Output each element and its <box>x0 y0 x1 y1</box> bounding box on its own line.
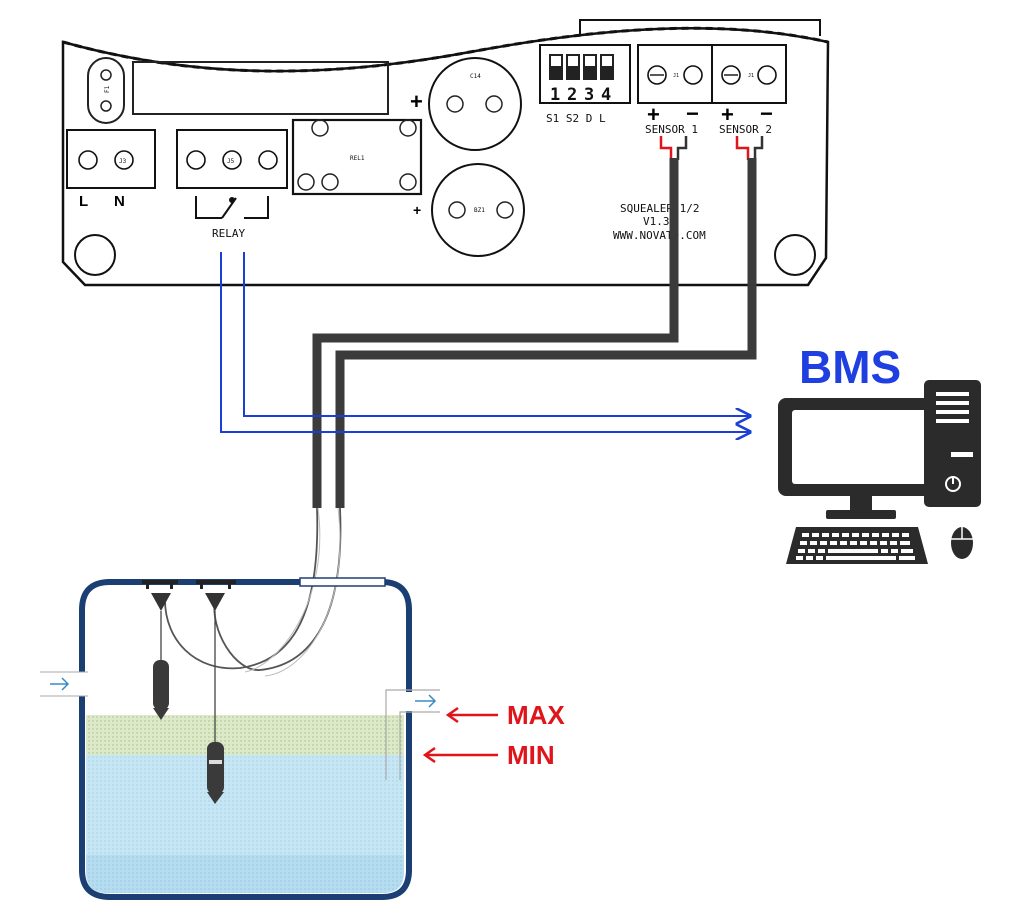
product-version: V1.3 <box>643 215 670 228</box>
min-level-indicator: MIN <box>422 740 555 770</box>
sensor2-minus: − <box>760 101 773 126</box>
sensor1-ref: J1 <box>673 73 679 79</box>
dip-number-3: 3 <box>584 85 594 105</box>
relay-terminal: J5 RELAY <box>176 129 288 240</box>
computer-monitor-icon <box>778 398 942 519</box>
relay-label: RELAY <box>212 227 245 240</box>
fuse: F1 <box>87 57 125 124</box>
sensor1-label: SENSOR 1 <box>645 123 698 136</box>
sensor1-wire-ends <box>659 136 688 160</box>
terminal-label-n: N <box>114 193 125 210</box>
power-terminal: J3 L N <box>66 129 156 210</box>
dip-number-4: 4 <box>601 85 611 105</box>
buzzer-plus: + <box>413 202 421 218</box>
sensor2-plus: + <box>721 102 734 127</box>
sensor1-plus: + <box>647 102 660 127</box>
tank <box>40 577 440 900</box>
overflow-pipe <box>385 689 440 780</box>
bms-label: BMS <box>799 341 901 393</box>
dip-number-1: 1 <box>550 85 560 105</box>
product-name: SQUEALER-1/2 <box>620 202 699 215</box>
controller-board: F1 J3 L N J5 RELAY <box>61 19 830 287</box>
inlet-arrow-icon <box>50 677 70 691</box>
keyboard-icon <box>786 527 928 564</box>
sensor2-ref: J1 <box>748 73 754 79</box>
dip-labels: S1 S2 D L <box>546 112 606 125</box>
mounting-hole <box>774 234 816 276</box>
water-zone <box>86 755 404 855</box>
computer-tower-icon <box>924 380 981 507</box>
relay-wires <box>220 252 750 432</box>
float-switch-icon <box>205 593 225 804</box>
dip-switch: 1 2 3 4 S1 S2 D L <box>539 44 631 125</box>
relay-component-ref: REL1 <box>350 155 365 162</box>
dip-number-2: 2 <box>567 85 577 105</box>
water-bottom-zone <box>86 855 404 893</box>
capacitor: C14 + <box>410 57 522 151</box>
max-label: MAX <box>507 700 565 730</box>
power-terminal-ref: J3 <box>119 158 127 165</box>
relay-component: REL1 <box>291 118 423 196</box>
sensor1-minus: − <box>686 101 699 126</box>
float-switch-icon <box>151 593 171 720</box>
capacitor-ref: C14 <box>470 73 481 80</box>
sensor2-label: SENSOR 2 <box>719 123 772 136</box>
buzzer: BZ1 + <box>413 163 525 257</box>
product-website: WWW.NOVATO.COM <box>613 229 706 242</box>
mounting-hole <box>74 234 116 276</box>
min-label: MIN <box>507 740 555 770</box>
terminal-label-l: L <box>79 193 88 210</box>
display-window <box>132 61 389 115</box>
sensor2-wire-ends <box>735 136 764 160</box>
buzzer-ref: BZ1 <box>474 207 485 214</box>
relay-terminal-ref: J5 <box>227 158 235 165</box>
sensor1-terminal: J1 + − SENSOR 1 <box>637 44 713 136</box>
capacitor-plus: + <box>410 89 423 114</box>
sensor2-terminal: J1 + − SENSOR 2 <box>711 44 787 136</box>
overflow-zone <box>86 715 404 755</box>
fuse-ref: F1 <box>104 85 111 93</box>
max-level-indicator: MAX <box>445 700 565 730</box>
mouse-icon <box>951 527 973 559</box>
outlet-arrow-icon <box>415 694 437 708</box>
